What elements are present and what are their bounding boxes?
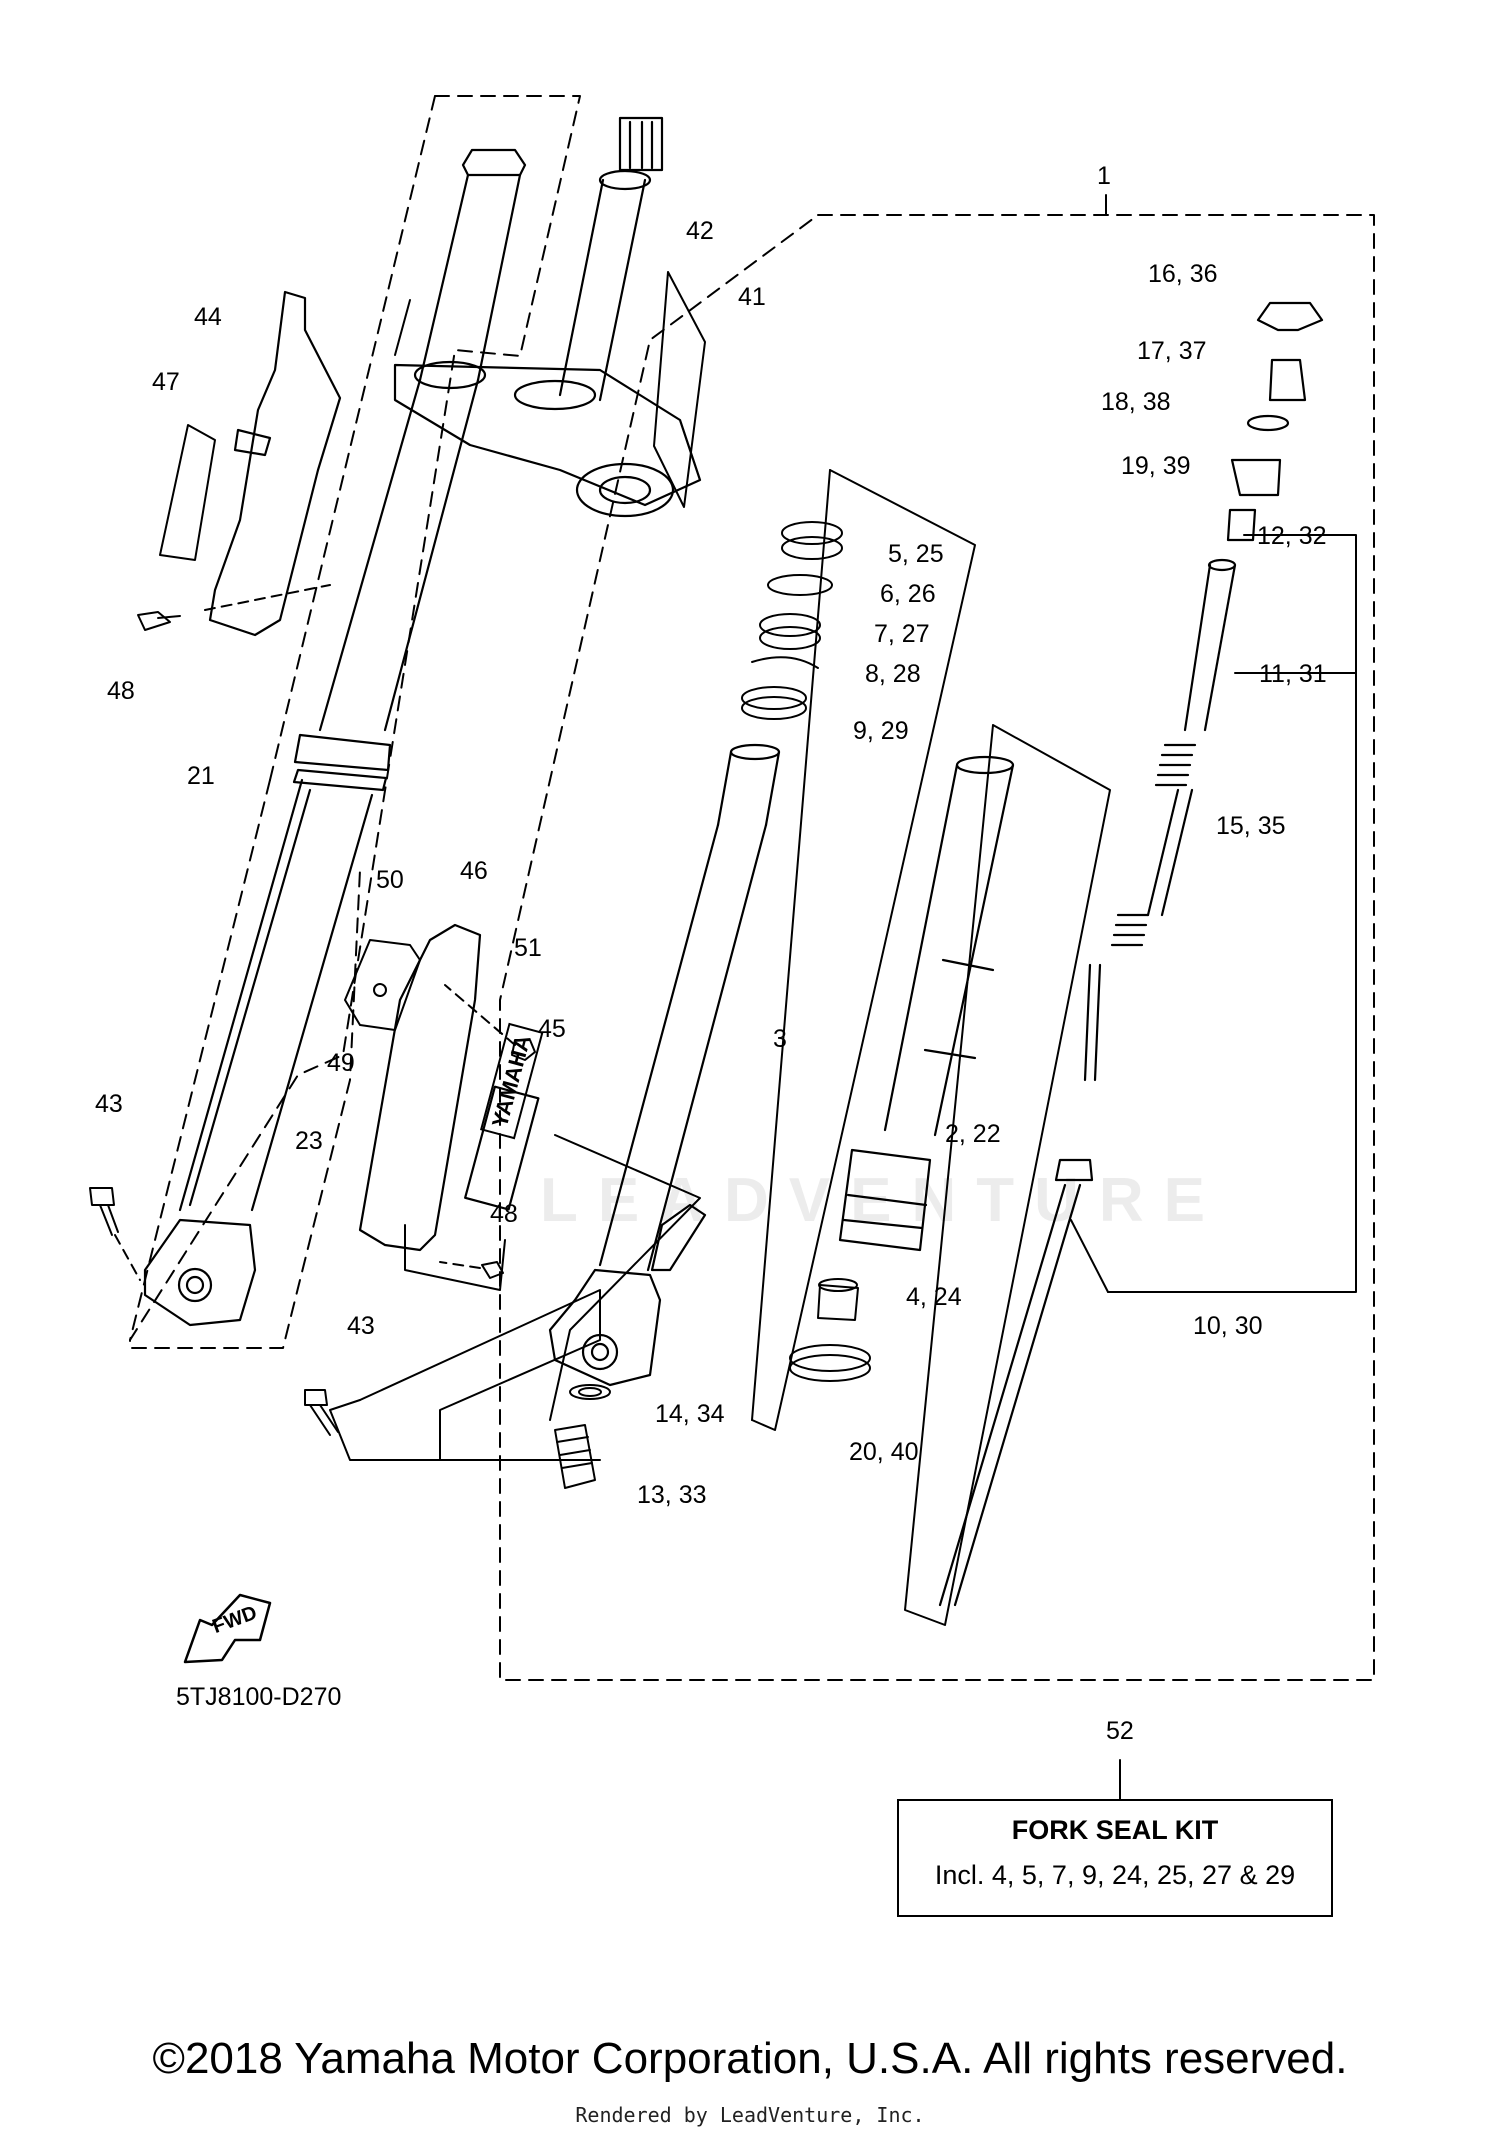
outer-tube-2 [838, 755, 1015, 1252]
nut-51 [444, 984, 536, 1061]
diagram-code: 5TJ8100-D270 [176, 1683, 342, 1711]
callout-48-upper: 48 [107, 677, 135, 705]
callout-47: 47 [152, 368, 180, 396]
callout-41: 41 [738, 283, 766, 311]
fwd-arrow-icon [183, 1593, 272, 1664]
callout-10-30: 10, 30 [1193, 1312, 1263, 1340]
watermark-text: LEADVENTURE [540, 1166, 1226, 1235]
callout-15-35: 15, 35 [1216, 812, 1286, 840]
left-upper-boundary [129, 95, 581, 1349]
left-fork-leg [143, 116, 702, 1327]
bolt-48-upper [137, 584, 331, 631]
bracket-lines [329, 271, 1357, 1626]
callout-23: 23 [295, 1127, 323, 1155]
callout-7-27: 7, 27 [874, 620, 930, 648]
callout-44: 44 [194, 303, 222, 331]
callout-12-32: 12, 32 [1257, 522, 1327, 550]
callout-5-25: 5, 25 [888, 540, 944, 568]
adjuster-17 [1268, 358, 1307, 402]
callout-50: 50 [376, 866, 404, 894]
callout-2-22: 2, 22 [945, 1120, 1001, 1148]
cartridge-assembly [938, 301, 1324, 1607]
callout-4-24: 4, 24 [906, 1283, 962, 1311]
cap-16 [1256, 301, 1324, 332]
callout-46: 46 [460, 857, 488, 885]
callout-16-36: 16, 36 [1148, 260, 1218, 288]
seal-9 [741, 686, 807, 710]
callout-9-29: 9, 29 [853, 717, 909, 745]
callout-51: 51 [514, 934, 542, 962]
guard-clip-50 [344, 939, 421, 1031]
washer-14 [569, 1384, 611, 1400]
bolt-43-right [304, 1389, 339, 1436]
callout-6-26: 6, 26 [880, 580, 936, 608]
callout-11-31: 11, 31 [1259, 660, 1327, 688]
seal-stack [741, 521, 843, 720]
spring-15 [1154, 743, 1197, 787]
fork-seal-kit-box: FORK SEAL KIT Incl. 4, 5, 7, 9, 24, 25, … [897, 1799, 1333, 1917]
callout-13-33: 13, 33 [637, 1481, 707, 1509]
sticker-47 [159, 424, 216, 561]
bushing-19 [1230, 458, 1282, 497]
fork-assembly-boundary [499, 214, 1375, 1681]
seal-7 [759, 613, 821, 637]
dust-boot-13 [554, 1424, 596, 1489]
callout-14-34: 14, 34 [655, 1400, 725, 1428]
callout-52: 52 [1106, 1717, 1134, 1745]
bolt-43-left [89, 1187, 141, 1281]
fork-guard-44 [208, 290, 342, 637]
callout-1: 1 [1097, 162, 1111, 190]
inner-tube-3 [548, 743, 781, 1387]
seal-kit-includes: Incl. 4, 5, 7, 9, 24, 25, 27 & 29 [934, 1860, 1296, 1890]
callout-20-40: 20, 40 [849, 1438, 919, 1466]
callout-45: 45 [538, 1015, 566, 1043]
callout-43-right: 43 [347, 1312, 375, 1340]
group-boundaries [129, 95, 1375, 1681]
callout-19-39: 19, 39 [1121, 452, 1191, 480]
callout-3: 3 [773, 1025, 787, 1053]
oil-lock-20 [789, 1344, 871, 1382]
callout-43-left: 43 [95, 1090, 123, 1118]
callout-18-38: 18, 38 [1101, 388, 1171, 416]
callout-21: 21 [187, 762, 215, 790]
callout-42: 42 [686, 217, 714, 245]
rendered-by-notice: Rendered by LeadVenture, Inc. [575, 2103, 925, 2127]
callout-49: 49 [327, 1049, 355, 1077]
copyright-notice: ©2018 Yamaha Motor Corporation, U.S.A. A… [152, 2034, 1348, 2083]
bushing-4 [817, 1278, 859, 1321]
seal-6 [767, 574, 833, 596]
callout-8-28: 8, 28 [865, 660, 921, 688]
callout-48-lower: 48 [490, 1200, 518, 1228]
seal-5 [781, 521, 843, 545]
fork-guard-46 [358, 923, 540, 1252]
callout-17-37: 17, 37 [1137, 337, 1207, 365]
bolt-48-lower [439, 1261, 504, 1279]
washer-18 [1246, 414, 1290, 432]
clip-8 [751, 656, 819, 669]
bushing-12 [1226, 508, 1257, 542]
seal-kit-title: FORK SEAL KIT [1011, 1815, 1219, 1845]
